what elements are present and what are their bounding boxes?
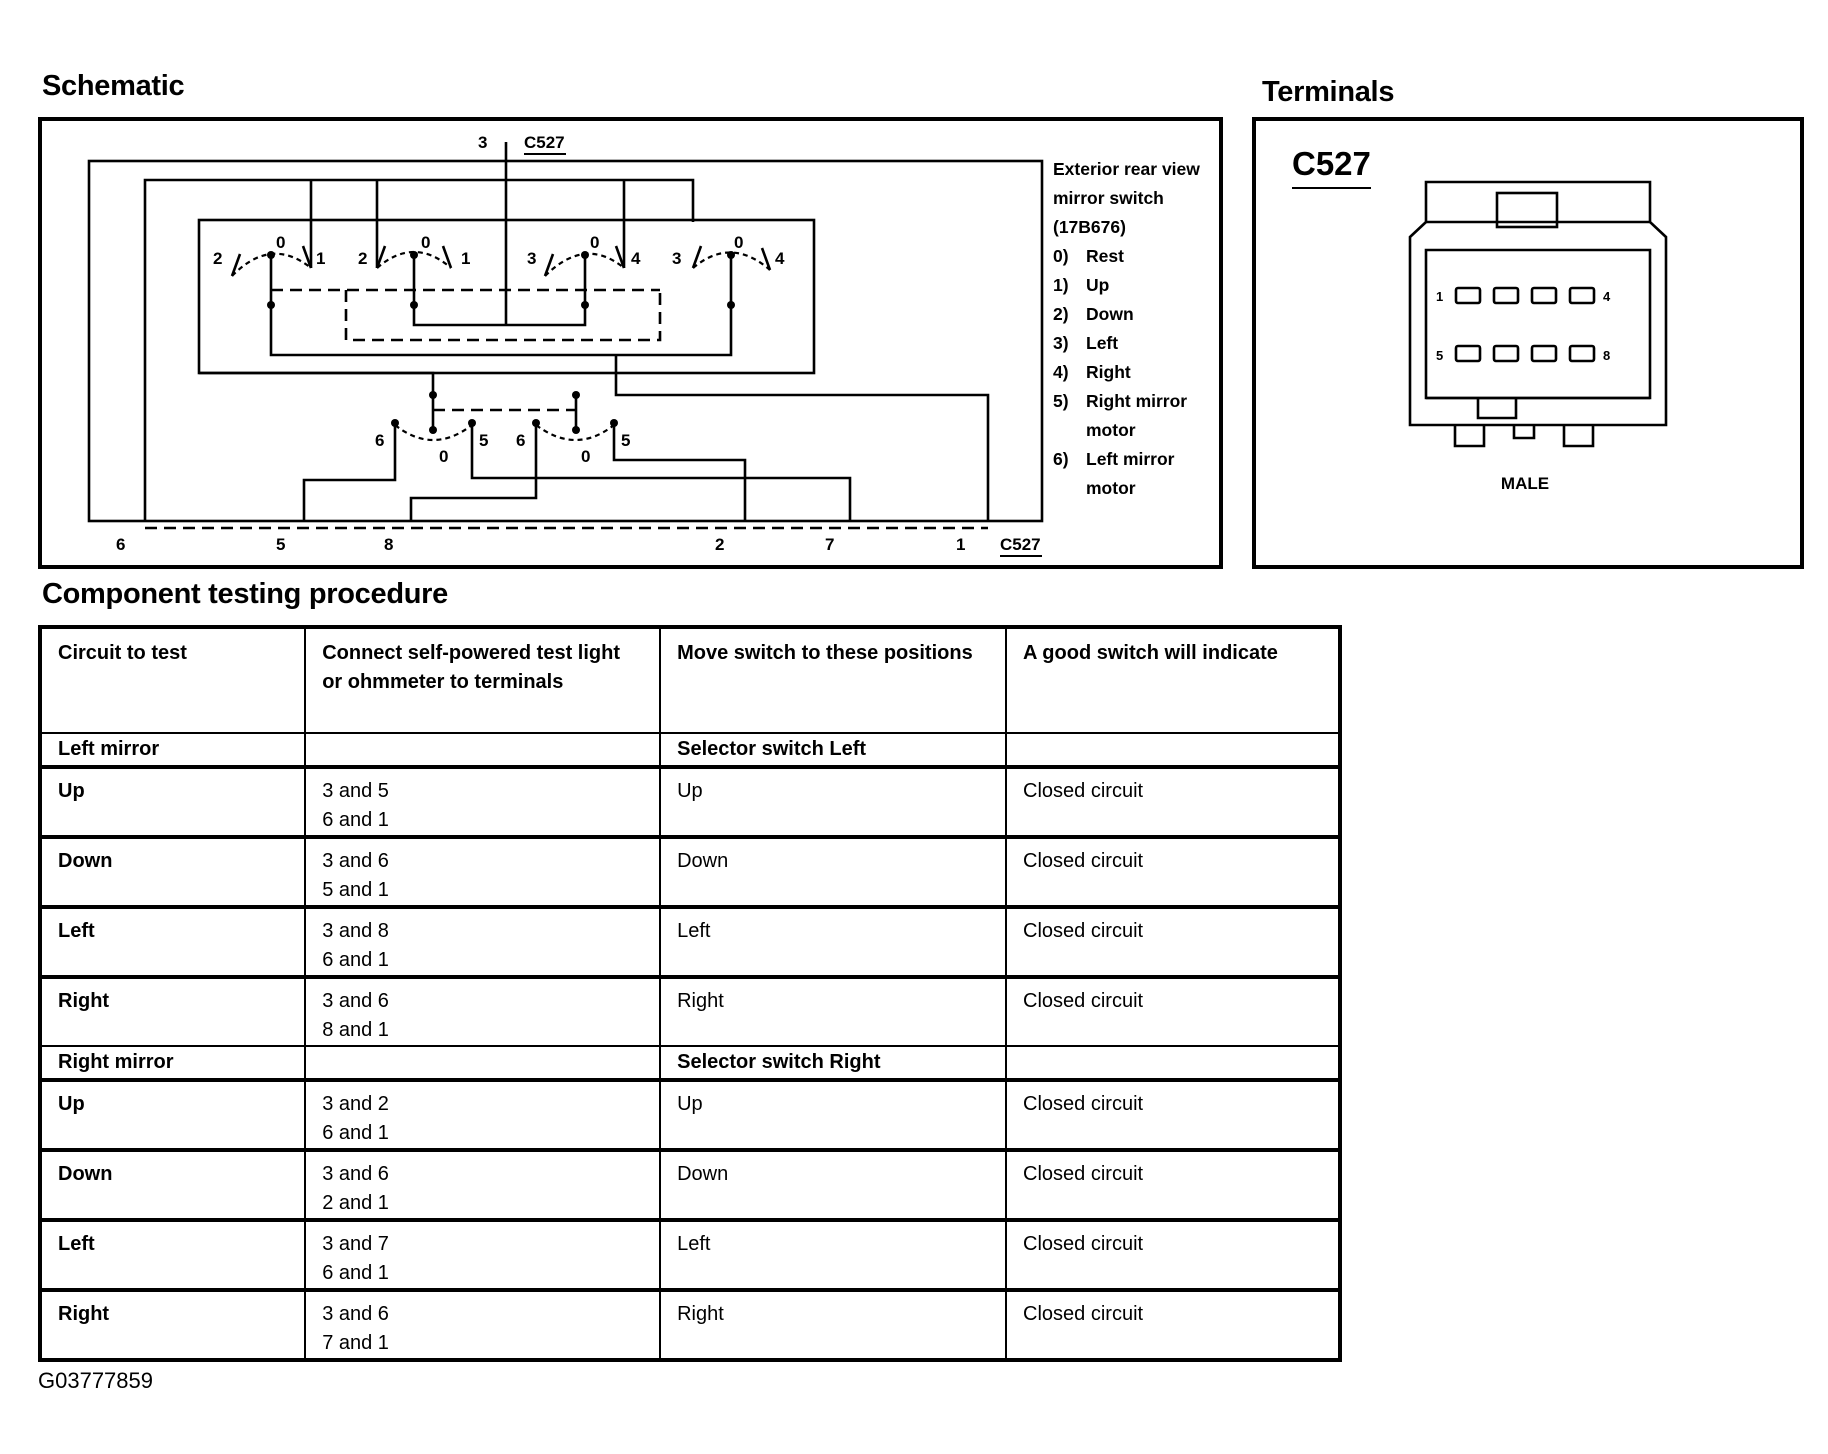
selector-plungers xyxy=(431,395,578,430)
svg-text:2: 2 xyxy=(358,249,367,268)
svg-text:4: 4 xyxy=(631,249,641,268)
svg-text:3: 3 xyxy=(527,249,536,268)
legend-item: 3)Left xyxy=(1053,333,1119,353)
svg-text:1: 1 xyxy=(1436,289,1443,304)
selector-b-arc xyxy=(535,424,615,442)
connector-housing xyxy=(1408,180,1668,427)
svg-text:5: 5 xyxy=(276,535,285,554)
svg-text:0: 0 xyxy=(276,233,285,252)
svg-text:0: 0 xyxy=(581,447,590,466)
group-row: Right mirror Selector switch Right xyxy=(38,1045,1341,1081)
connector-latch xyxy=(1495,191,1559,229)
svg-text:6: 6 xyxy=(516,431,525,450)
svg-text:1: 1 xyxy=(956,535,965,554)
legend-item: 5)Right mirror motor xyxy=(1053,391,1188,440)
top-bus-wire xyxy=(143,178,695,521)
svg-text:0: 0 xyxy=(734,233,743,252)
table-header-row: Circuit to test Connect self-powered tes… xyxy=(38,626,1341,734)
svg-text:0: 0 xyxy=(590,233,599,252)
procedure-table: Circuit to test Connect self-powered tes… xyxy=(38,625,1342,1362)
top-pin-label: 3 xyxy=(478,133,487,152)
svg-text:8: 8 xyxy=(1603,348,1610,363)
connector-gender: MALE xyxy=(1500,474,1550,493)
pin8-wire xyxy=(409,423,538,521)
mechanical-link-top xyxy=(271,288,662,342)
pin2-wire xyxy=(612,423,747,521)
connector-pins xyxy=(1454,286,1596,363)
svg-text:5: 5 xyxy=(479,431,488,450)
figure-id: G03777859 xyxy=(38,1368,153,1393)
connector-label-top: C527 xyxy=(524,133,565,152)
connector-title: C527 xyxy=(1292,145,1371,189)
contact-ticks xyxy=(230,245,772,277)
legend-item: 0)Rest xyxy=(1053,246,1124,266)
legend-title: Exterior rear view mirror switch (17B676… xyxy=(1053,159,1200,237)
svg-text:6: 6 xyxy=(375,431,384,450)
column-header: A good switch will indicate xyxy=(1005,626,1341,734)
svg-text:4: 4 xyxy=(1603,289,1611,304)
selector-feed-right xyxy=(614,355,990,521)
connector-pin-area xyxy=(1424,248,1652,400)
column-header: Circuit to test xyxy=(38,626,307,734)
leftright-b-arc xyxy=(692,251,771,271)
connector-face-diagram: 1 4 5 8 xyxy=(1408,180,1668,448)
svg-text:6: 6 xyxy=(116,535,125,554)
svg-text:1: 1 xyxy=(461,249,470,268)
connector-label-bottom: C527 xyxy=(1000,535,1041,554)
schematic-diagram: 3 C527 2 0 1 2 0 1 3 0 4 3 0 4 6 0 5 6 0… xyxy=(87,133,1044,557)
svg-text:2: 2 xyxy=(213,249,222,268)
selector-feed-left xyxy=(199,371,435,395)
schematic-legend: Exterior rear view mirror switch (17B676… xyxy=(1053,155,1213,503)
schematic-frame xyxy=(38,117,1223,569)
svg-text:5: 5 xyxy=(621,431,630,450)
svg-text:8: 8 xyxy=(384,535,393,554)
plungers xyxy=(269,255,733,305)
legend-item: 2)Down xyxy=(1053,304,1134,324)
svg-text:1: 1 xyxy=(316,249,325,268)
selector-a-arc xyxy=(394,424,473,442)
svg-text:2: 2 xyxy=(715,535,724,554)
lower-link-wire xyxy=(269,305,733,357)
schematic-heading: Schematic xyxy=(42,70,185,102)
svg-text:3: 3 xyxy=(672,249,681,268)
legend-item: 1)Up xyxy=(1053,275,1110,295)
updown-b-arc xyxy=(376,250,452,269)
terminals-heading: Terminals xyxy=(1262,76,1395,108)
group-row: Left mirror Selector switch Left xyxy=(38,732,1341,768)
pin7-wire xyxy=(470,423,852,521)
legend-item: 4)Right xyxy=(1053,362,1131,382)
mid-link-wire xyxy=(412,305,587,327)
column-header: Connect self-powered test light or ohmme… xyxy=(304,626,662,734)
top-bus-drops xyxy=(309,180,626,268)
procedure-heading: Component testing procedure xyxy=(42,578,448,610)
legend-item: 6)Left mirror motor xyxy=(1053,449,1175,498)
svg-text:4: 4 xyxy=(775,249,785,268)
connector-keys xyxy=(1453,425,1595,448)
svg-text:0: 0 xyxy=(439,447,448,466)
terminals-frame xyxy=(1252,117,1804,569)
svg-text:5: 5 xyxy=(1436,348,1443,363)
svg-text:7: 7 xyxy=(825,535,834,554)
column-header: Move switch to these positions xyxy=(659,626,1008,734)
switch-outer-box xyxy=(87,159,1044,523)
svg-text:0: 0 xyxy=(421,233,430,252)
pin5-wire xyxy=(302,423,397,521)
